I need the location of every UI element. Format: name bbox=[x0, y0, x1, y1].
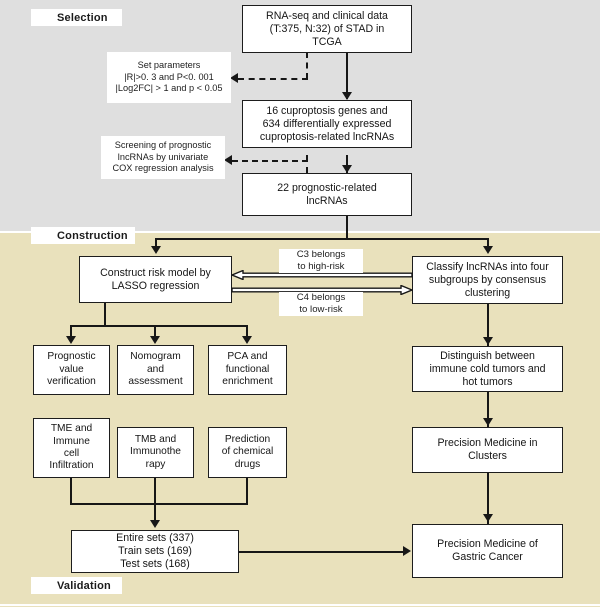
node-prognostic-value-verification[interactable]: Prognostic value verification bbox=[33, 345, 110, 395]
note-set-parameters: Set parameters |R|>0. 3 and P<0. 001 |Lo… bbox=[107, 52, 231, 103]
arrowhead-to-nomogram bbox=[150, 336, 160, 344]
connector-prognostic-split-bar bbox=[155, 238, 488, 240]
arrowhead-sets-to-precision-gc bbox=[403, 546, 411, 556]
connector-chemical-down bbox=[246, 478, 248, 504]
node-rnaseq-clinical-data[interactable]: RNA-seq and clinical data (T:375, N:32) … bbox=[242, 5, 412, 53]
node-classify-lncrnas-subgroups[interactable]: Classify lncRNAs into four subgroups by … bbox=[412, 256, 563, 304]
section-divider-top bbox=[0, 231, 600, 233]
connector-fanout-right bbox=[246, 325, 248, 339]
connector-tme-down bbox=[70, 478, 72, 504]
connector-lasso-down bbox=[104, 303, 106, 327]
node-construct-risk-model-lasso[interactable]: Construct risk model by LASSO regression bbox=[79, 256, 232, 303]
connector-fanout-mid bbox=[154, 325, 156, 339]
connector-merge-to-sets bbox=[154, 503, 156, 523]
node-pca-functional-enrichment[interactable]: PCA and functional enrichment bbox=[208, 345, 287, 395]
edge-label-c3-high-risk: C3 belongs to high-risk bbox=[279, 249, 363, 273]
arrowhead-to-screening bbox=[224, 155, 232, 165]
connector-prognostic-down bbox=[346, 215, 348, 239]
node-tmb-immunotherapy[interactable]: TMB and Immunothe rapy bbox=[117, 427, 194, 478]
arrowhead-to-prognostic-value bbox=[66, 336, 76, 344]
section-label-selection: Selection bbox=[31, 9, 122, 26]
connector-dashed-screening-horizontal bbox=[232, 160, 308, 162]
arrowhead-to-pca bbox=[242, 336, 252, 344]
connector-lasso-fanout-bar bbox=[70, 325, 248, 327]
node-entire-train-test-sets[interactable]: Entire sets (337) Train sets (169) Test … bbox=[71, 530, 239, 573]
connector-merge-bar bbox=[70, 503, 248, 505]
note-screening-prognostic: Screening of prognostic lncRNAs by univa… bbox=[101, 136, 225, 179]
connector-dashed-params-horizontal bbox=[238, 78, 308, 80]
section-label-validation: Validation bbox=[31, 577, 122, 594]
edge-label-c4-low-risk: C4 belongs to low-risk bbox=[279, 292, 363, 316]
arrowhead-to-lasso bbox=[151, 246, 161, 254]
arrowhead-to-precision-clusters bbox=[483, 418, 493, 426]
connector-clusters-to-precision-gc bbox=[487, 473, 489, 525]
block-arrow-right-to-classify bbox=[231, 285, 413, 295]
connector-tmb-down bbox=[154, 478, 156, 503]
connector-dashed-params-vertical bbox=[306, 52, 308, 79]
node-nomogram-assessment[interactable]: Nomogram and assessment bbox=[117, 345, 194, 395]
section-divider-bottom bbox=[0, 604, 600, 606]
block-arrow-left-to-lasso bbox=[231, 270, 413, 280]
node-tme-immune-cell-infiltration[interactable]: TME and Immune cell Infiltration bbox=[33, 418, 110, 478]
connector-fanout-left bbox=[70, 325, 72, 339]
connector-dashed-screening-vertical bbox=[306, 155, 308, 173]
node-prediction-chemical-drugs[interactable]: Prediction of chemical drugs bbox=[208, 427, 287, 478]
arrowhead-to-sets bbox=[150, 520, 160, 528]
connector-distinguish-to-clusters bbox=[487, 392, 489, 428]
arrowhead-to-classify bbox=[483, 246, 493, 254]
section-label-construction: Construction bbox=[31, 227, 135, 244]
arrowhead-rnaseq-to-genes bbox=[342, 92, 352, 100]
arrowhead-genes-to-prognostic bbox=[342, 165, 352, 173]
connector-split-left bbox=[155, 238, 157, 250]
connector-classify-to-distinguish bbox=[487, 304, 489, 346]
node-distinguish-cold-hot-tumors[interactable]: Distinguish between immune cold tumors a… bbox=[412, 346, 563, 392]
connector-split-right bbox=[487, 238, 489, 250]
connector-rnaseq-to-genes bbox=[346, 52, 348, 99]
connector-sets-to-precision-gc bbox=[239, 551, 404, 553]
node-precision-medicine-clusters[interactable]: Precision Medicine in Clusters bbox=[412, 427, 563, 473]
arrowhead-to-set-parameters bbox=[230, 73, 238, 83]
node-precision-medicine-gastric-cancer[interactable]: Precision Medicine of Gastric Cancer bbox=[412, 524, 563, 578]
node-cuproptosis-genes-lncrnas[interactable]: 16 cuproptosis genes and 634 differentia… bbox=[242, 100, 412, 148]
node-prognostic-related-lncrnas[interactable]: 22 prognostic-related lncRNAs bbox=[242, 173, 412, 216]
arrowhead-clusters-to-precision-gc bbox=[483, 514, 493, 522]
arrowhead-to-distinguish bbox=[483, 337, 493, 345]
